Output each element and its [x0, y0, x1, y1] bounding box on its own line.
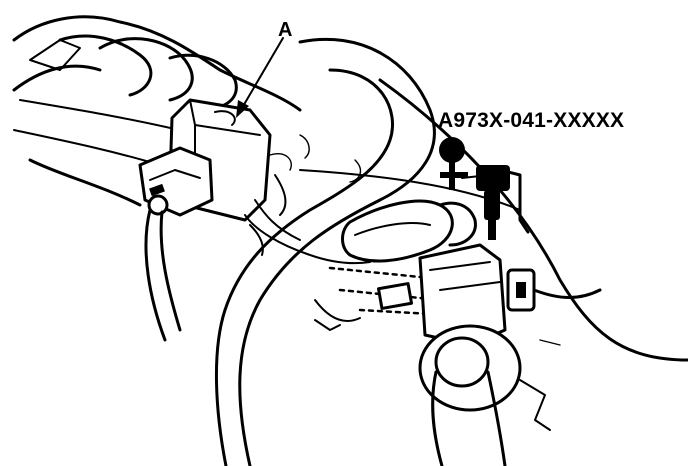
grommet	[418, 324, 551, 466]
wire-harness	[244, 174, 371, 265]
hose-connector	[341, 199, 477, 263]
leader-arrow-a	[236, 37, 284, 118]
hose-clamp	[314, 282, 414, 331]
part-label-a: A	[278, 19, 293, 41]
large-hose	[214, 37, 436, 466]
component-a-solenoid	[138, 98, 272, 342]
special-tool	[439, 137, 530, 240]
engine-bay-background	[12, 15, 302, 207]
special-tool-label: A973X-041-XXXXX	[438, 109, 625, 132]
lower-housing	[418, 243, 602, 347]
detail-strokes	[269, 134, 561, 346]
